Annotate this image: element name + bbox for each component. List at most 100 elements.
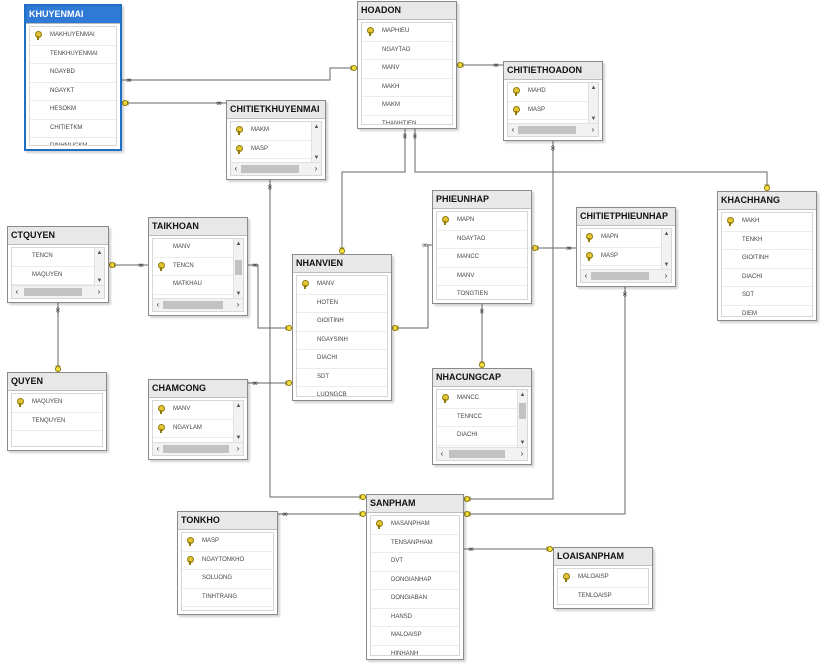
column-row[interactable]: DONGIABAN <box>371 590 459 609</box>
column-row[interactable]: NGAYSINH <box>297 332 387 350</box>
scroll-right-icon[interactable]: › <box>520 449 524 458</box>
relationship-ctquyen-quyen[interactable]: ∞ <box>54 303 63 372</box>
scroll-down-icon[interactable]: ▼ <box>663 262 670 268</box>
scroll-up-icon[interactable]: ▲ <box>663 231 670 237</box>
scroll-down-icon[interactable]: ▼ <box>519 440 526 446</box>
vertical-scrollbar[interactable]: ▲▼ <box>311 122 321 163</box>
relationship-line[interactable] <box>414 129 768 191</box>
column-row[interactable]: CHITIETKM <box>30 120 116 138</box>
horizontal-scrollbar[interactable]: ‹› <box>12 285 104 298</box>
column-row[interactable]: TENKHUYENMAI <box>30 46 116 64</box>
column-row[interactable]: DIACHI <box>297 350 387 369</box>
table-title[interactable]: CHITIETHOADON <box>504 62 602 80</box>
column-row[interactable]: MAKH <box>722 213 812 232</box>
horizontal-scrollbar[interactable]: ‹› <box>508 123 598 136</box>
column-row[interactable]: DIACHI <box>722 269 812 287</box>
column-row[interactable]: HANSD <box>371 609 459 627</box>
scroll-down-icon[interactable]: ▼ <box>590 116 597 122</box>
column-row[interactable]: MAPHIEU <box>362 23 452 42</box>
table-title[interactable]: SANPHAM <box>367 495 463 513</box>
column-row[interactable]: DVT <box>371 553 459 572</box>
column-row[interactable]: TENLOAISP <box>558 588 648 605</box>
relationship-sanpham-loaisanpham[interactable]: ∞ <box>464 545 554 554</box>
column-row[interactable]: SOLUONG <box>182 570 273 589</box>
horizontal-scrollbar[interactable]: ‹› <box>437 447 527 460</box>
vertical-scrollbar[interactable]: ▲▼ <box>517 390 527 448</box>
column-row[interactable]: GIOITINH <box>297 313 387 332</box>
relationship-chitietkhuyenmai-sanpham[interactable]: ∞ <box>266 180 367 500</box>
column-row[interactable]: THANHTIEN <box>362 116 452 125</box>
column-row[interactable]: MAKH <box>362 79 452 97</box>
scroll-right-icon[interactable]: › <box>97 287 101 296</box>
relationship-hoadon-khachhang[interactable]: ∞ <box>411 129 771 191</box>
column-row[interactable]: MANCC <box>437 390 518 409</box>
column-row[interactable]: TENNCC <box>437 409 518 427</box>
column-row[interactable]: MASP <box>581 248 662 266</box>
column-row[interactable]: NGAYLAM <box>153 420 234 438</box>
column-row[interactable]: MATKHAU <box>153 276 234 295</box>
table-title[interactable]: KHACHHANG <box>718 192 816 210</box>
scroll-left-icon[interactable]: ‹ <box>511 125 515 134</box>
column-row[interactable]: DIEM <box>722 306 812 317</box>
relationship-tonkho-sanpham[interactable]: ∞ <box>278 510 366 519</box>
table-title[interactable]: KHUYENMAI <box>26 6 120 24</box>
table-chamcong[interactable]: CHAMCONGMANVNGAYLAMCA▲▼‹› <box>148 379 248 460</box>
column-row[interactable]: GIOITINH <box>722 250 812 269</box>
table-chitietkhuyenmai[interactable]: CHITIETKHUYENMAIMAKMMASPTINHTRANG▲▼‹› <box>226 100 326 180</box>
column-row[interactable]: MASP <box>182 533 273 552</box>
table-title[interactable]: TAIKHOAN <box>149 218 247 236</box>
scroll-right-icon[interactable]: › <box>591 125 595 134</box>
table-title[interactable]: NHACUNGCAP <box>433 369 531 387</box>
column-row[interactable]: TENSANPHAM <box>371 535 459 553</box>
scroll-down-icon[interactable]: ▼ <box>235 291 242 297</box>
relationship-line[interactable] <box>248 264 292 329</box>
column-row[interactable]: MANV <box>153 401 234 420</box>
relationship-line[interactable] <box>341 129 406 254</box>
column-row[interactable]: MAKM <box>362 97 452 116</box>
scroll-left-icon[interactable]: ‹ <box>15 287 19 296</box>
horizontal-scroll-thumb[interactable] <box>449 450 505 458</box>
column-row[interactable]: MAKM <box>231 122 312 141</box>
relationship-phieunhap-nhanvien[interactable]: ∞ <box>391 241 432 331</box>
scroll-down-icon[interactable]: ▼ <box>313 155 320 161</box>
scroll-left-icon[interactable]: ‹ <box>440 449 444 458</box>
scroll-left-icon[interactable]: ‹ <box>234 164 238 173</box>
column-row[interactable]: MANCC <box>437 249 527 268</box>
column-row[interactable]: MASP <box>508 102 589 120</box>
table-chitietphieunhap[interactable]: CHITIETPHIEUNHAPMAPNMASPSOLUONG▲▼‹› <box>576 207 676 287</box>
horizontal-scroll-thumb[interactable] <box>163 301 223 309</box>
scroll-up-icon[interactable]: ▲ <box>235 403 242 409</box>
column-row[interactable]: DONGIANHAP <box>371 572 459 590</box>
column-row[interactable]: MASP <box>231 141 312 159</box>
table-taikhoan[interactable]: TAIKHOANMANVTENCNMATKHAUTINHTRANG▲▼‹› <box>148 217 248 316</box>
column-row[interactable]: MAPN <box>581 229 662 248</box>
scroll-up-icon[interactable]: ▲ <box>519 392 526 398</box>
scroll-left-icon[interactable]: ‹ <box>156 300 160 309</box>
column-row[interactable]: DIACHI <box>437 427 518 446</box>
scroll-up-icon[interactable]: ▲ <box>590 85 597 91</box>
column-row[interactable]: HOTEN <box>297 295 387 313</box>
column-row[interactable]: MANV <box>362 60 452 79</box>
relationship-line[interactable] <box>269 180 366 498</box>
table-title[interactable]: QUYEN <box>8 373 106 391</box>
column-row[interactable]: TENCN <box>12 248 95 267</box>
scroll-right-icon[interactable]: › <box>236 300 240 309</box>
horizontal-scrollbar[interactable]: ‹› <box>231 162 321 175</box>
table-nhacungcap[interactable]: NHACUNGCAPMANCCTENNCCDIACHISDT▲▼‹› <box>432 368 532 465</box>
column-row[interactable]: MALOAISP <box>371 627 459 646</box>
table-title[interactable]: CHITIETPHIEUNHAP <box>577 208 675 226</box>
relationship-chitiethoadon-hoadon[interactable]: ∞ <box>456 61 503 70</box>
table-title[interactable]: NHANVIEN <box>293 255 391 273</box>
scroll-down-icon[interactable]: ▼ <box>96 278 103 284</box>
relationship-hoadon-nhanvien[interactable]: ∞ <box>338 129 410 254</box>
column-row[interactable]: SDT <box>297 369 387 387</box>
table-title[interactable]: LOAISANPHAM <box>554 548 652 566</box>
vertical-scroll-thumb[interactable] <box>235 260 242 275</box>
column-row[interactable]: MANV <box>437 268 527 286</box>
scroll-up-icon[interactable]: ▲ <box>96 250 103 256</box>
